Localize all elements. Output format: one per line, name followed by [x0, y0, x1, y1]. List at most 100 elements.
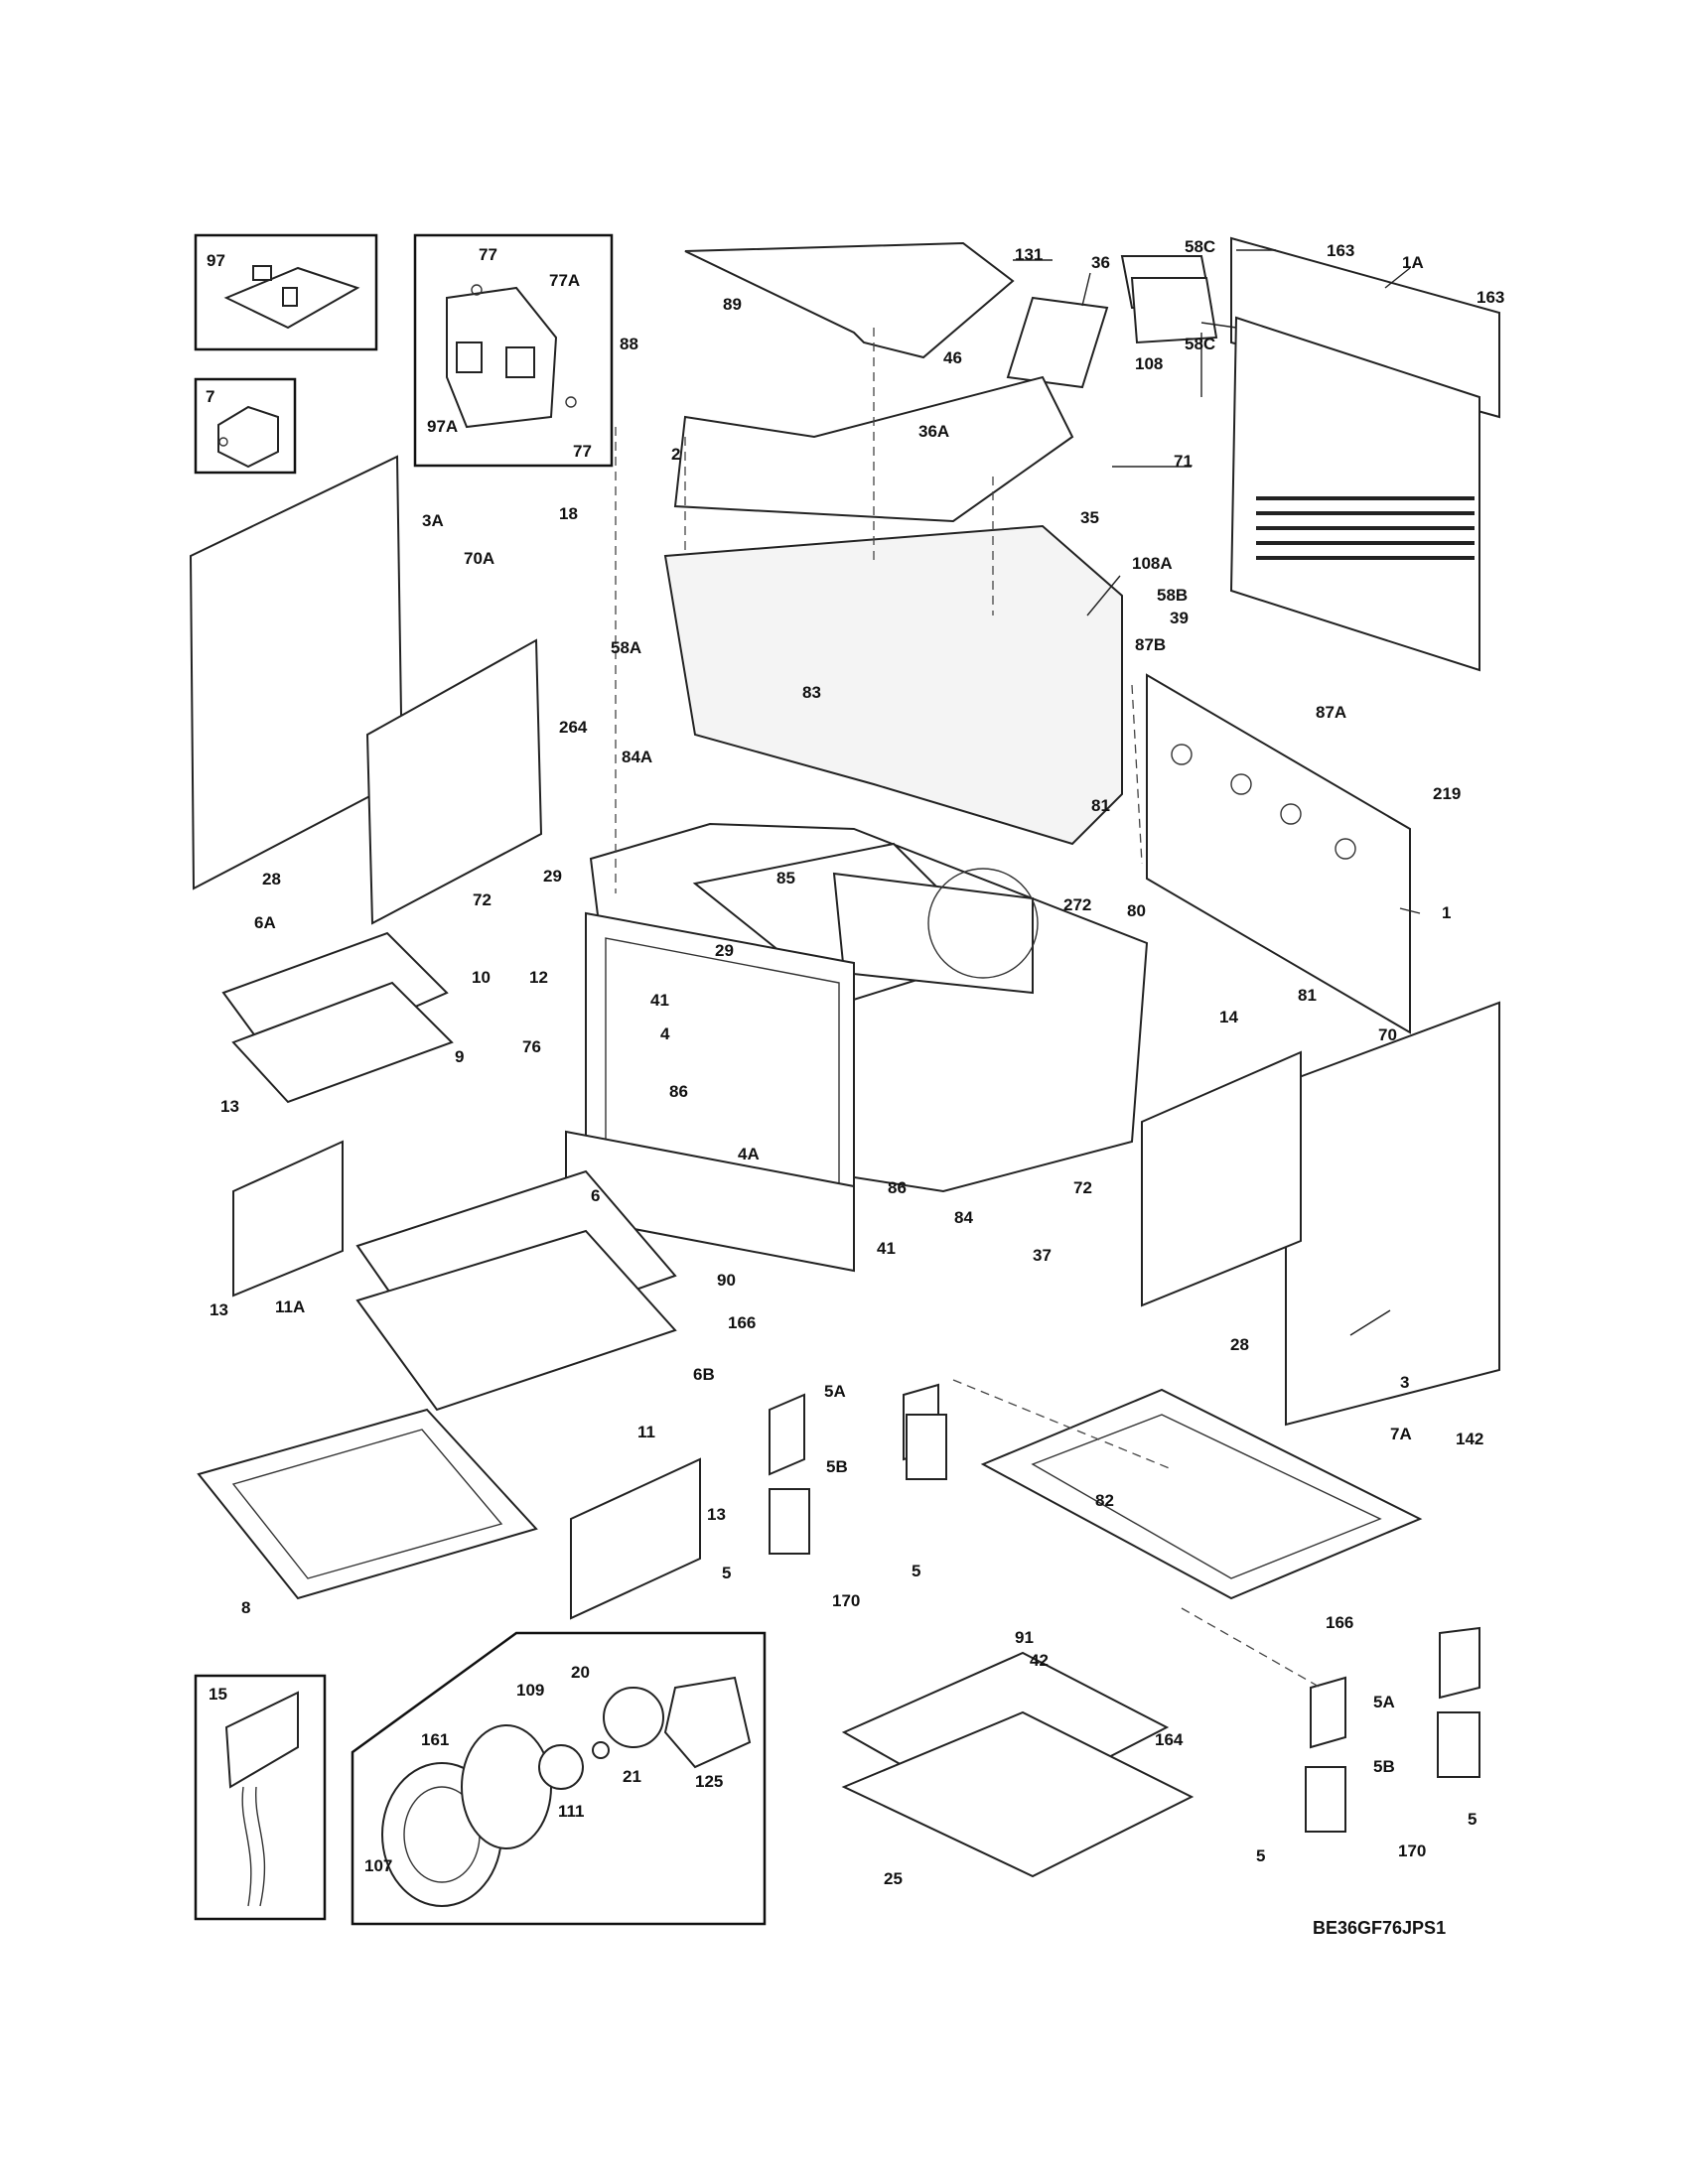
callout-25: 25 — [884, 1869, 903, 1888]
callout-58c: 58C — [1185, 237, 1215, 256]
callout-36: 36 — [1091, 253, 1110, 272]
inset-7-bracket — [194, 377, 297, 475]
callout-219: 219 — [1433, 784, 1461, 803]
callout-81: 81 — [1298, 986, 1317, 1005]
side-bracket-72-right — [1141, 1050, 1302, 1307]
callout-80: 80 — [1127, 901, 1146, 920]
callout-76: 76 — [522, 1037, 541, 1056]
callout-21: 21 — [623, 1767, 641, 1786]
callout-108: 108 — [1135, 354, 1163, 373]
callout-90: 90 — [717, 1271, 736, 1290]
callout-72: 72 — [473, 890, 492, 909]
callout-4: 4 — [660, 1024, 670, 1043]
callout-8: 8 — [241, 1598, 250, 1617]
callout-58b: 58B — [1157, 586, 1188, 605]
callout-20: 20 — [571, 1663, 590, 1682]
callout-41: 41 — [650, 991, 669, 1010]
callout-84: 84 — [954, 1208, 973, 1227]
side-panel-3 — [1285, 1001, 1500, 1427]
leg-brackets-left — [769, 1383, 947, 1555]
assembly-lines — [615, 328, 1322, 1689]
callout-13: 13 — [220, 1097, 239, 1116]
inset-97a-control-board — [413, 233, 614, 468]
drip-pan-8 — [197, 1408, 538, 1600]
callout-5: 5 — [1256, 1846, 1265, 1865]
callout-28: 28 — [262, 870, 281, 888]
callout-6a: 6A — [254, 913, 276, 932]
callout-10: 10 — [472, 968, 491, 987]
callout-5a: 5A — [824, 1382, 846, 1401]
callout-29: 29 — [543, 867, 562, 886]
callout-77: 77 — [479, 245, 497, 264]
callout-77: 77 — [573, 442, 592, 461]
diagram-code: BE36GF76JPS1 — [1313, 1918, 1446, 1938]
leader-lines — [1013, 249, 1421, 1336]
callout-86: 86 — [888, 1178, 907, 1197]
callout-35: 35 — [1080, 508, 1099, 527]
top-cover-131 — [684, 241, 1015, 359]
callout-109: 109 — [516, 1681, 544, 1700]
callout-5b: 5B — [1373, 1757, 1395, 1776]
callout-91: 91 — [1015, 1628, 1034, 1647]
callout-71: 71 — [1174, 452, 1193, 471]
callout-125: 125 — [695, 1772, 723, 1791]
callout-87a: 87A — [1316, 703, 1346, 722]
callout-12: 12 — [529, 968, 548, 987]
side-bracket-72-left — [365, 638, 543, 925]
callout-37: 37 — [1033, 1246, 1052, 1265]
callout-108a: 108A — [1132, 554, 1173, 573]
callout-42: 42 — [1030, 1651, 1049, 1670]
control-panel-1 — [1146, 673, 1411, 1034]
callout-46: 46 — [943, 348, 962, 367]
callout-85: 85 — [776, 869, 795, 887]
callout-87b: 87B — [1135, 635, 1166, 654]
callout-18: 18 — [559, 504, 578, 523]
callout-9: 9 — [455, 1047, 464, 1066]
callout-29: 29 — [715, 941, 734, 960]
callout-81: 81 — [1091, 796, 1110, 815]
callout-6: 6 — [591, 1186, 600, 1205]
callout-161: 161 — [421, 1730, 449, 1749]
drawer-42 — [841, 1651, 1195, 1878]
side-rails-11a — [232, 1140, 344, 1297]
callout-107: 107 — [364, 1856, 392, 1875]
callout-97: 97 — [207, 251, 225, 270]
callout-84a: 84A — [622, 748, 652, 766]
bottom-frame-7a — [980, 1388, 1423, 1600]
callout-131: 131 — [1015, 245, 1043, 264]
front-frame-76 — [565, 911, 855, 1273]
heat-shield-2 — [663, 375, 1123, 846]
insulation-blocks-58c — [1120, 255, 1218, 344]
callout-15: 15 — [209, 1685, 227, 1704]
callout-163: 163 — [1327, 241, 1354, 260]
callout-5: 5 — [912, 1562, 920, 1580]
callout-58c: 58C — [1185, 335, 1215, 353]
callout-170: 170 — [1398, 1842, 1426, 1860]
callout-88: 88 — [620, 335, 638, 353]
callout-11: 11 — [637, 1423, 655, 1441]
callout-5: 5 — [722, 1564, 731, 1582]
callout-41: 41 — [877, 1239, 896, 1258]
inset-convection-fan-assembly — [351, 1631, 767, 1926]
callout-163: 163 — [1477, 288, 1504, 307]
callout-13: 13 — [707, 1505, 726, 1524]
inset-97-control-board — [194, 233, 378, 351]
callout-97a: 97A — [427, 417, 458, 436]
callout-82: 82 — [1095, 1491, 1114, 1510]
callout-77a: 77A — [549, 271, 580, 290]
callout-70: 70 — [1378, 1025, 1397, 1044]
broil-rack-6a — [221, 931, 454, 1104]
callout-272: 272 — [1063, 895, 1091, 914]
callout-4a: 4A — [738, 1145, 760, 1163]
callout-36a: 36A — [918, 422, 949, 441]
callout-5b: 5B — [826, 1457, 848, 1476]
callout-170: 170 — [832, 1591, 860, 1610]
callout-11a: 11A — [275, 1297, 305, 1316]
back-panel-1a — [1229, 236, 1500, 672]
callout-2: 2 — [671, 445, 680, 464]
callout-1a: 1A — [1402, 253, 1424, 272]
vent-duct-36 — [1006, 296, 1109, 389]
callout-7: 7 — [206, 387, 214, 406]
callout-1: 1 — [1442, 903, 1451, 922]
callout-28: 28 — [1230, 1335, 1249, 1354]
